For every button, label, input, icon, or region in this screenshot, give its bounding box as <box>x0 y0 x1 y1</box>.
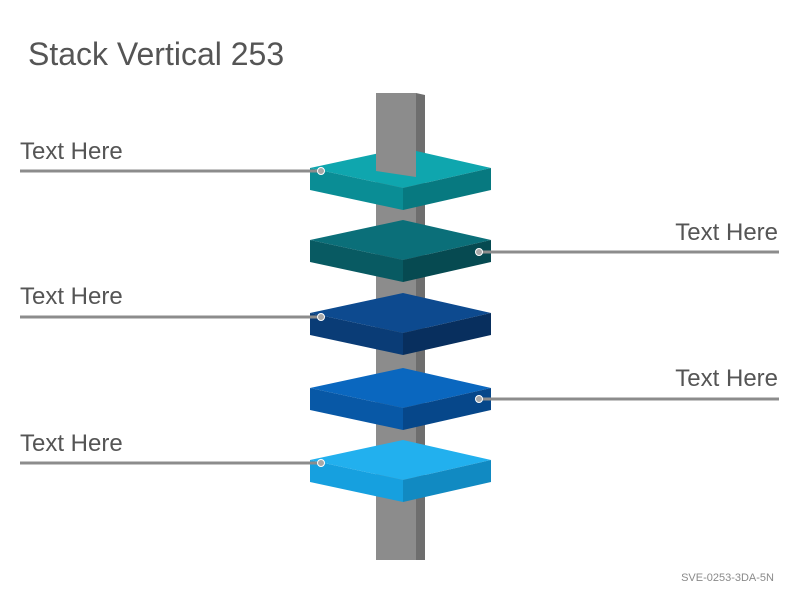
layer-2-label: Text Here <box>675 219 778 246</box>
layer-front-face <box>310 460 403 502</box>
layer-front-face <box>310 168 403 210</box>
leader-dot-1 <box>317 167 325 175</box>
layer-top-face <box>310 293 491 333</box>
layer-side-face <box>403 460 491 502</box>
leader-dot-4 <box>475 395 483 403</box>
layer-front-face <box>310 313 403 355</box>
leader-dot-2 <box>475 248 483 256</box>
layer-1-label: Text Here <box>20 138 123 165</box>
layer-top-face <box>310 220 491 260</box>
layer-top-face <box>310 368 491 408</box>
layer-side-face <box>403 313 491 355</box>
slide-code: SVE-0253-3DA-5N <box>681 572 774 584</box>
layer-top-face <box>310 440 491 480</box>
layer-front-face <box>310 240 403 282</box>
layer-side-face <box>403 388 491 430</box>
stack-layer-5 <box>310 440 491 502</box>
layer-side-face <box>403 168 491 210</box>
page-title: Stack Vertical 253 <box>28 36 285 72</box>
stack-layer-2 <box>310 220 491 282</box>
stack-layer-1 <box>310 127 491 210</box>
stack-layers <box>310 127 491 502</box>
stack-layer-3 <box>310 293 491 355</box>
layer-front-face <box>310 388 403 430</box>
pole-cap <box>376 127 416 177</box>
layer-5-label: Text Here <box>20 430 123 457</box>
layer-4-label: Text Here <box>675 365 778 392</box>
stack-layer-4 <box>310 368 491 430</box>
leader-dot-3 <box>317 313 325 321</box>
leader-lines <box>20 167 779 467</box>
layer-3-label: Text Here <box>20 283 123 310</box>
leader-dot-5 <box>317 459 325 467</box>
layer-side-face <box>403 240 491 282</box>
